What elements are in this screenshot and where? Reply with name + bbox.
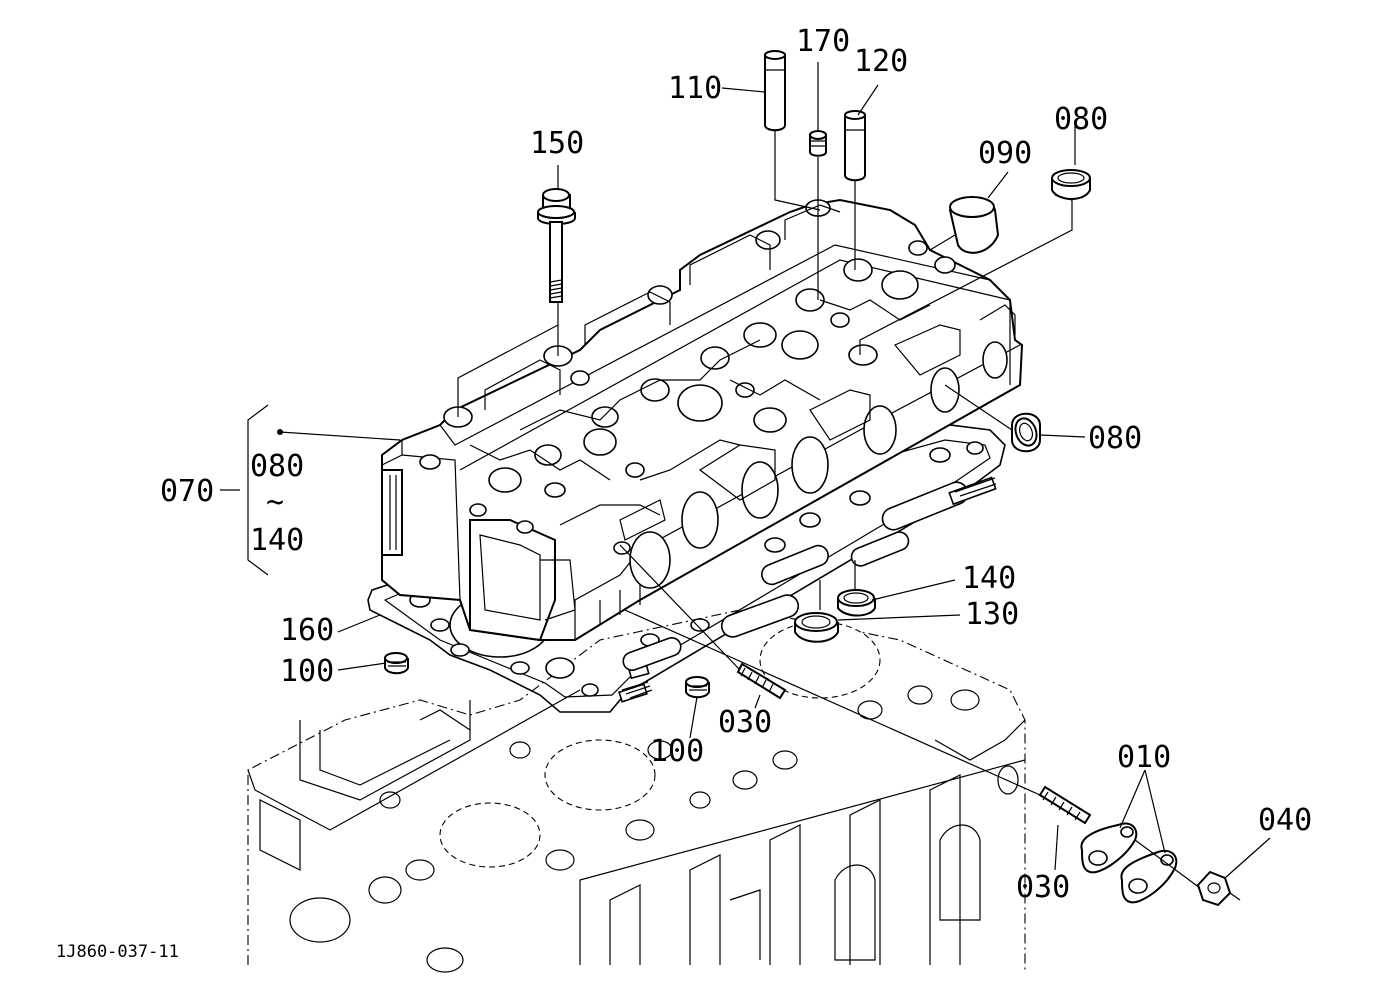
dowel-100-left [384, 652, 409, 675]
label-070: 070 [160, 474, 214, 509]
label-170: 170 [796, 24, 850, 59]
seal-080-top [1051, 169, 1091, 200]
label-100-left: 100 [280, 654, 334, 689]
seal-080-right [1011, 412, 1041, 453]
label-130: 130 [965, 597, 1019, 632]
label-160: 160 [280, 613, 334, 648]
valve-guide-110 [764, 50, 786, 132]
part-labels: 110 170 120 150 090 080 080 070 080 ~ 14… [160, 24, 1312, 905]
seal-130 [794, 612, 839, 643]
valve-guide-120 [844, 110, 866, 182]
label-010: 010 [1117, 740, 1171, 775]
nut-040 [1196, 870, 1241, 907]
cylinder-head [381, 198, 1024, 642]
label-140: 140 [962, 561, 1016, 596]
plug-090 [948, 196, 1000, 254]
plug-170 [809, 130, 827, 157]
label-range-tilde: ~ [266, 485, 284, 520]
label-040: 040 [1258, 803, 1312, 838]
seal-140 [837, 589, 876, 617]
leader-lines [220, 62, 1271, 889]
label-120: 120 [854, 44, 908, 79]
drawing-code: 1J860-037-11 [56, 942, 179, 962]
label-110: 110 [668, 71, 722, 106]
bolt-150 [537, 188, 576, 303]
label-030-right: 030 [1016, 870, 1070, 905]
label-080-range: 080 [250, 449, 304, 484]
label-100-mid: 100 [650, 734, 704, 769]
label-080-top: 080 [1054, 102, 1108, 137]
stud-030-right [1038, 785, 1092, 825]
label-090: 090 [978, 136, 1032, 171]
label-030-mid: 030 [718, 705, 772, 740]
cylinder-block-outline [247, 609, 1026, 973]
plate-010-b [1120, 849, 1178, 904]
label-080-right: 080 [1088, 421, 1142, 456]
dowel-100-mid [685, 676, 710, 699]
label-150: 150 [530, 126, 584, 161]
label-140-range: 140 [250, 523, 304, 558]
stud-030-mid [736, 662, 787, 700]
